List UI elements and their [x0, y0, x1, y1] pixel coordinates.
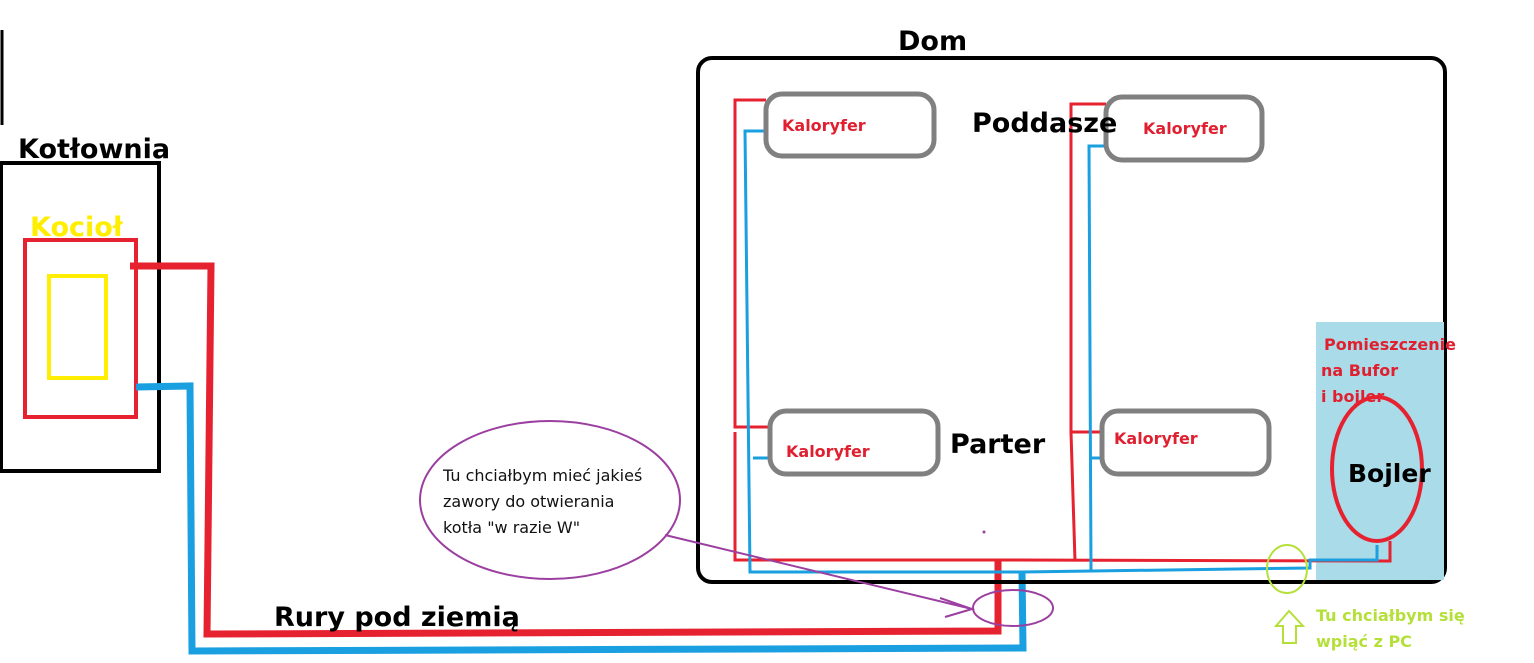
buffer-room-line1: Pomieszczenie: [1324, 335, 1456, 354]
boiler-room-box: [0, 161, 161, 473]
return-pipes: [743, 129, 1379, 574]
dot: [982, 530, 986, 534]
ground-floor-label: Parter: [950, 429, 1046, 460]
radiator-top-right: [1103, 94, 1265, 163]
house-label: Dom: [898, 26, 967, 57]
valve-target-marker: [972, 589, 1054, 627]
boiler-label: Kocioł: [30, 212, 124, 243]
pc-note-line2: wpiąć z PC: [1316, 632, 1412, 651]
house-box: [696, 56, 1447, 584]
boiler-outline: [23, 238, 138, 419]
boiler-room-label: Kotłownia: [18, 134, 170, 165]
buffer-room-line3: i bojler: [1321, 387, 1384, 406]
up-arrow-icon: [1273, 609, 1306, 644]
valve-note-bubble: [419, 420, 681, 580]
underground-pipes-label: Rury pod ziemią: [274, 602, 520, 633]
pc-note-line1: Tu chciałbym się: [1316, 606, 1465, 625]
valve-note-line1: Tu chciałbym mieć jakieś: [442, 466, 642, 485]
radiator-top-left-label: Kaloryfer: [782, 116, 866, 135]
pc-connection-marker: [1266, 544, 1308, 594]
radiator-top-right-label: Kaloryfer: [1143, 119, 1227, 138]
cold-underground-pipe: [135, 382, 1027, 655]
buffer-room-line2: na Bufor: [1321, 361, 1398, 380]
valve-note-line3: kotła "w razie W": [443, 518, 580, 537]
valve-note-line2: zawory do otwierania: [443, 492, 614, 511]
attic-label: Poddasze: [972, 108, 1117, 139]
radiator-bottom-right-label: Kaloryfer: [1114, 429, 1198, 448]
radiator-bottom-left: [767, 408, 941, 477]
radiator-top-left: [763, 91, 937, 159]
boiler-core: [47, 274, 108, 380]
valve-pointer-arrowhead: [939, 597, 976, 618]
tank-label: Bojler: [1348, 459, 1431, 488]
radiator-bottom-left-label: Kaloryfer: [786, 442, 870, 461]
supply-pipes: [733, 98, 1392, 563]
hot-underground-pipe: [130, 262, 1002, 638]
hot-water-tank: [1330, 395, 1424, 543]
valve-pointer: [664, 534, 973, 610]
radiator-bottom-right: [1099, 408, 1272, 477]
